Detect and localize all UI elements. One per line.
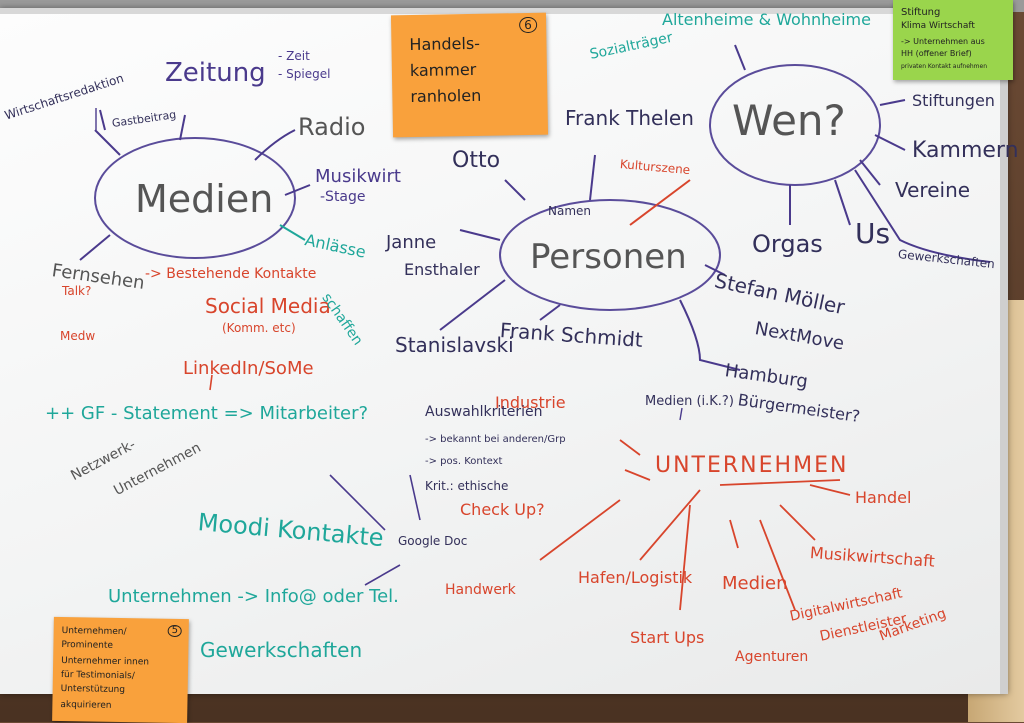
- personen-center: Personen: [530, 237, 687, 277]
- note-badge: 5: [167, 624, 183, 638]
- note-text: Handels-: [409, 33, 481, 55]
- auswahlkriterien: Auswahlkriterien: [425, 404, 543, 420]
- note-unternehmen: Unternehmen/ Prominente Unternehmer inne…: [52, 616, 189, 723]
- medien-ellipse: [94, 137, 296, 259]
- unternehmen-agenturen: Agenturen: [735, 649, 809, 665]
- medien-komm: (Komm. etc): [222, 321, 296, 335]
- personen-stanislavski: Stanislavski: [395, 333, 514, 357]
- note-badge: 6: [518, 16, 537, 34]
- note-text: kammer: [409, 59, 477, 81]
- kriterium-pos-kontext: -> pos. Kontext: [425, 456, 503, 467]
- medien-medw: Medw: [60, 329, 96, 343]
- wen-us: Us: [855, 217, 891, 250]
- wen-ellipse: [709, 64, 881, 186]
- personen-namen: Namen: [548, 204, 592, 218]
- unternehmen-info: Unternehmen -> Info@ oder Tel.: [108, 586, 399, 607]
- check-up: Check Up?: [460, 500, 545, 519]
- gewerkschaften-left: Gewerkschaften: [200, 638, 363, 662]
- personen-janne: Janne: [386, 232, 437, 253]
- note-text: Unterstützung: [60, 683, 126, 696]
- note-handelskammer: Handels- kammer ranholen 6: [390, 12, 549, 138]
- unternehmen-handwerk: Handwerk: [445, 582, 516, 598]
- personen-ellipse: [499, 199, 721, 311]
- note-text: Unternehmen/: [61, 625, 127, 638]
- unternehmen-medien: Medien: [722, 573, 788, 594]
- note-text: -> Unternehmen aus: [901, 37, 985, 46]
- note-text: privaten Kontakt aufnehmen: [901, 63, 988, 70]
- medien-zeitung: Zeitung: [165, 58, 266, 88]
- google-doc: Google Doc: [398, 534, 468, 548]
- personen-ensthaler: Ensthaler: [404, 260, 480, 279]
- medien-talk: Talk?: [62, 284, 92, 298]
- personen-otto: Otto: [452, 148, 501, 173]
- wen-orgas: Orgas: [752, 230, 823, 258]
- unternehmen-medien-ik: Medien (i.K.?): [645, 394, 734, 409]
- note-text: Stiftung: [901, 7, 941, 18]
- unternehmen-hafen: Hafen/Logistik: [578, 568, 693, 587]
- kriterium-bekannt: -> bekannt bei anderen/Grp: [425, 434, 566, 445]
- note-text: für Testimonials/: [60, 669, 135, 682]
- note-text: HH (offener Brief): [901, 49, 972, 58]
- medien-radio: Radio: [298, 113, 366, 141]
- wen-stiftungen: Stiftungen: [912, 91, 995, 110]
- unternehmen-handel: Handel: [855, 488, 912, 507]
- medien-zeit: - Zeit: [278, 49, 310, 63]
- kriterium-ethische: Krit.: ethische: [425, 479, 509, 493]
- note-text: ranholen: [410, 85, 482, 107]
- unternehmen-industrie: Industrie: [495, 393, 566, 412]
- unternehmen-start-ups: Start Ups: [630, 628, 705, 647]
- wen-vereine: Vereine: [895, 178, 971, 202]
- wen-kammern: Kammern: [912, 138, 1019, 163]
- note-stiftung: Stiftung Klima Wirtschaft -> Unternehmen…: [893, 0, 1013, 80]
- medien-center: Medien: [135, 177, 274, 221]
- personen-frank-thelen: Frank Thelen: [565, 106, 694, 130]
- note-text: Prominente: [61, 639, 114, 651]
- wen-altenheime: Altenheime & Wohnheime: [662, 10, 871, 29]
- medien-musikwirt: Musikwirt: [315, 166, 401, 187]
- medien-bestehende: -> Bestehende Kontakte: [145, 266, 317, 282]
- note-text: Klima Wirtschaft: [901, 21, 975, 31]
- linkedin-some: LinkedIn/SoMe: [183, 358, 314, 379]
- unternehmen-center: UNTERNEHMEN: [655, 453, 849, 478]
- medien-spiegel: - Spiegel: [278, 67, 331, 81]
- note-text: Unternehmer innen: [61, 655, 150, 668]
- note-text: akquirieren: [60, 699, 112, 711]
- wen-center: Wen?: [732, 96, 846, 145]
- medien-social-media: Social Media: [205, 294, 331, 318]
- gf-statement: ++ GF - Statement => Mitarbeiter?: [45, 403, 369, 424]
- medien-stage: -Stage: [320, 189, 366, 205]
